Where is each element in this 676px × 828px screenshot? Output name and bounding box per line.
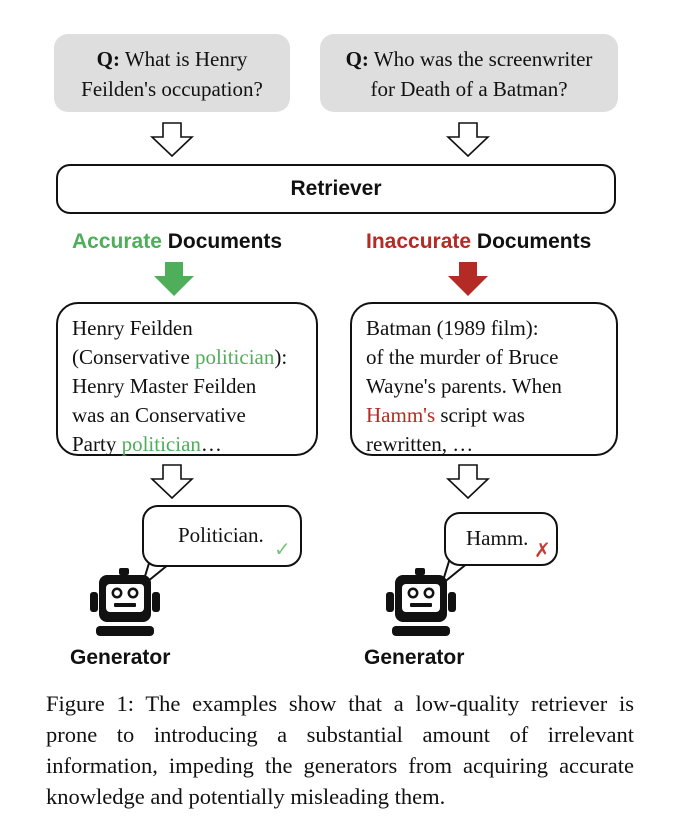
question-prefix: Q:	[96, 47, 120, 71]
green-arrow-down-icon	[154, 262, 194, 296]
document-line: rewritten, …	[366, 432, 474, 456]
document-line: of the murder of Bruce	[366, 345, 559, 369]
robot-icon	[386, 568, 456, 636]
question-box-left: Q: What is Henry Feilden's occupation?	[54, 34, 290, 112]
document-line: Wayne's parents. When	[366, 374, 562, 398]
inaccurate-label: Inaccurate	[366, 230, 472, 253]
highlight-hamm: Hamm's	[366, 403, 436, 427]
robot-icon	[90, 568, 160, 636]
inaccurate-documents-heading: Inaccurate Documents	[366, 230, 591, 254]
question-text-line: Who was the screenwriter	[373, 47, 593, 71]
question-box-right: Q: Who was the screenwriter for Death of…	[320, 34, 618, 112]
documents-label: Documents	[476, 230, 592, 253]
generator-label-left: Generator	[70, 646, 171, 669]
highlight-politician: politician	[121, 432, 201, 456]
retriever-label: Retriever	[290, 177, 382, 200]
document-line: Henry Feilden	[72, 316, 193, 340]
answer-text: Hamm.	[466, 526, 529, 550]
document-line: Henry Master Feilden	[72, 374, 257, 398]
question-text-line: What is Henry	[124, 47, 248, 71]
arrow-down-outline-icon	[446, 464, 490, 500]
generator-label-right: Generator	[364, 646, 465, 669]
documents-label: Documents	[167, 230, 283, 253]
document-line: Batman (1989 film):	[366, 316, 539, 340]
answer-bubble-left: Politician. ✓	[142, 505, 302, 567]
question-text-line: for Death of a Batman?	[370, 77, 568, 101]
arrow-down-outline-icon	[150, 464, 194, 500]
accurate-document-box: Henry Feilden (Conservative politician):…	[56, 302, 318, 456]
question-prefix: Q:	[345, 47, 369, 71]
document-line: Hamm's script was	[366, 403, 525, 427]
document-line: Party politician…	[72, 432, 222, 456]
accurate-label: Accurate	[72, 230, 162, 253]
accurate-documents-heading: Accurate Documents	[72, 230, 282, 254]
figure-caption: Figure 1: The examples show that a low-q…	[46, 691, 634, 809]
inaccurate-document-box: Batman (1989 film): of the murder of Bru…	[350, 302, 618, 456]
answer-bubble-right: Hamm. ✗	[444, 512, 558, 566]
question-text-line: Feilden's occupation?	[81, 77, 263, 101]
document-line: (Conservative politician):	[72, 345, 288, 369]
check-icon: ✓	[274, 539, 291, 561]
red-arrow-down-icon	[448, 262, 488, 296]
arrow-down-outline-icon	[150, 122, 194, 158]
cross-icon: ✗	[534, 540, 551, 562]
answer-text: Politician.	[178, 523, 264, 547]
retriever-box: Retriever	[56, 164, 616, 214]
highlight-politician: politician	[195, 345, 275, 369]
document-line: was an Conservative	[72, 403, 246, 427]
arrow-down-outline-icon	[446, 122, 490, 158]
